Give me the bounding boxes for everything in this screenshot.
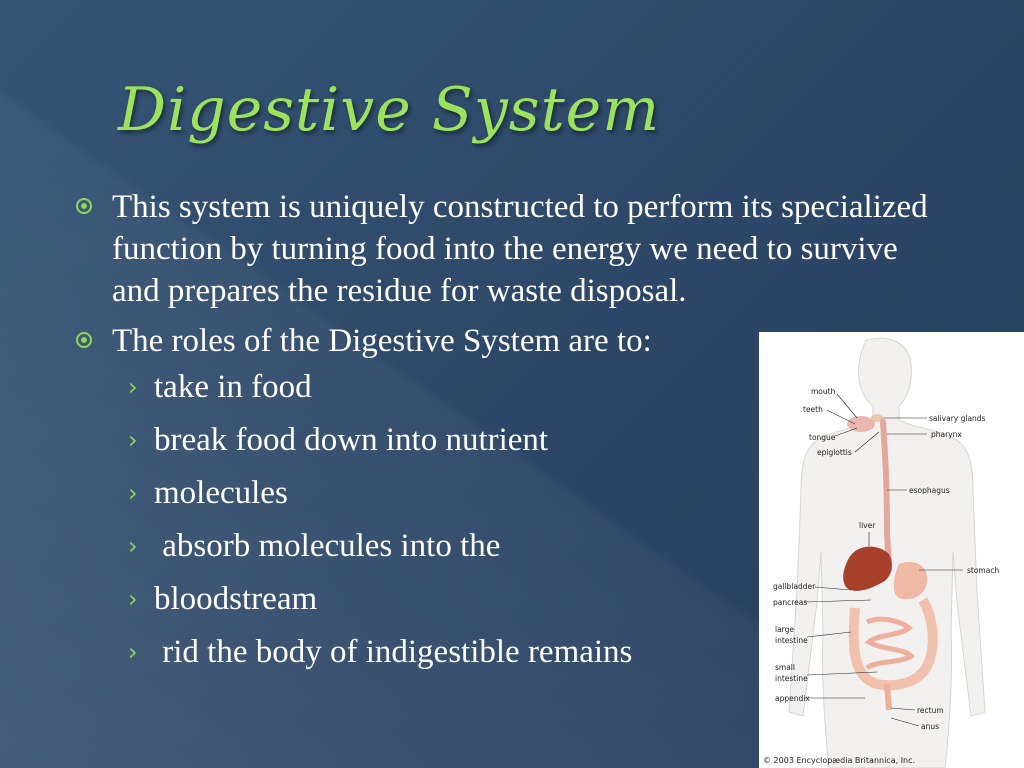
chevron-right-icon: › xyxy=(128,638,138,666)
sub-item: › rid the body of indigestible remains xyxy=(112,631,952,673)
label-esophagus: esophagus xyxy=(909,486,950,495)
label-teeth: teeth xyxy=(803,405,823,414)
label-gallbladder: gallbladder xyxy=(773,582,816,591)
bullet-text: This system is uniquely constructed to p… xyxy=(112,189,928,309)
sub-item-text: molecules xyxy=(154,475,288,511)
label-stomach: stomach xyxy=(967,566,999,575)
label-mouth: mouth xyxy=(811,387,836,396)
circle-bullet-icon xyxy=(76,332,92,348)
sub-item: › bloodstream xyxy=(112,578,952,620)
digestive-anatomy-figure: mouth teeth tongue epiglottis salivary g… xyxy=(759,332,1024,768)
bullet-item-1: This system is uniquely constructed to p… xyxy=(72,186,952,312)
figure-copyright: © 2003 Encyclopædia Britannica, Inc. xyxy=(763,756,916,765)
sub-item-text: bloodstream xyxy=(154,581,318,617)
slide-title: Digestive System xyxy=(118,75,661,145)
chevron-right-icon: › xyxy=(128,479,138,507)
sub-item: › absorb molecules into the xyxy=(112,525,952,567)
leader-lines xyxy=(804,393,963,727)
chevron-right-icon: › xyxy=(128,585,138,613)
esophagus xyxy=(880,419,892,573)
sub-item: › take in food xyxy=(112,366,952,408)
label-rectum: rectum xyxy=(917,706,944,715)
label-epiglottis: epiglottis xyxy=(817,448,852,457)
bullet-item-2: The roles of the Digestive System are to… xyxy=(72,320,952,673)
label-anus: anus xyxy=(921,722,939,731)
label-large-intestine-2: intestine xyxy=(775,636,808,645)
label-liver: liver xyxy=(859,521,876,530)
sub-item-text: take in food xyxy=(154,369,312,405)
rectum xyxy=(884,683,892,711)
label-pancreas: pancreas xyxy=(773,598,807,607)
mouth-region xyxy=(847,416,875,432)
label-appendix: appendix xyxy=(775,694,810,703)
chevron-right-icon: › xyxy=(128,532,138,560)
sub-item-text: absorb molecules into the xyxy=(154,528,501,564)
sub-item-text: break food down into nutrient xyxy=(154,422,549,458)
chevron-right-icon: › xyxy=(128,373,138,401)
bullet-list: This system is uniquely constructed to p… xyxy=(72,186,952,684)
bullet-text: The roles of the Digestive System are to… xyxy=(112,323,652,359)
sub-item-text: rid the body of indigestible remains xyxy=(154,634,633,670)
salivary-gland xyxy=(871,414,883,422)
label-tongue: tongue xyxy=(809,433,836,442)
label-salivary-glands: salivary glands xyxy=(929,414,986,423)
sub-item: › break food down into nutrient xyxy=(112,419,952,461)
label-pharynx: pharynx xyxy=(931,430,962,439)
stomach xyxy=(893,562,928,600)
small-intestine xyxy=(864,616,915,671)
sub-bullet-list: › take in food › break food down into nu… xyxy=(112,366,952,673)
liver xyxy=(843,546,892,591)
label-large-intestine-1: large xyxy=(775,625,794,634)
chevron-right-icon: › xyxy=(128,426,138,454)
anatomy-illustration: mouth teeth tongue epiglottis salivary g… xyxy=(773,337,999,768)
sub-item: › molecules xyxy=(112,472,952,514)
label-small-intestine-1: small xyxy=(775,663,795,672)
circle-bullet-icon xyxy=(76,198,92,214)
large-intestine xyxy=(848,597,938,691)
label-small-intestine-2: intestine xyxy=(775,674,808,683)
